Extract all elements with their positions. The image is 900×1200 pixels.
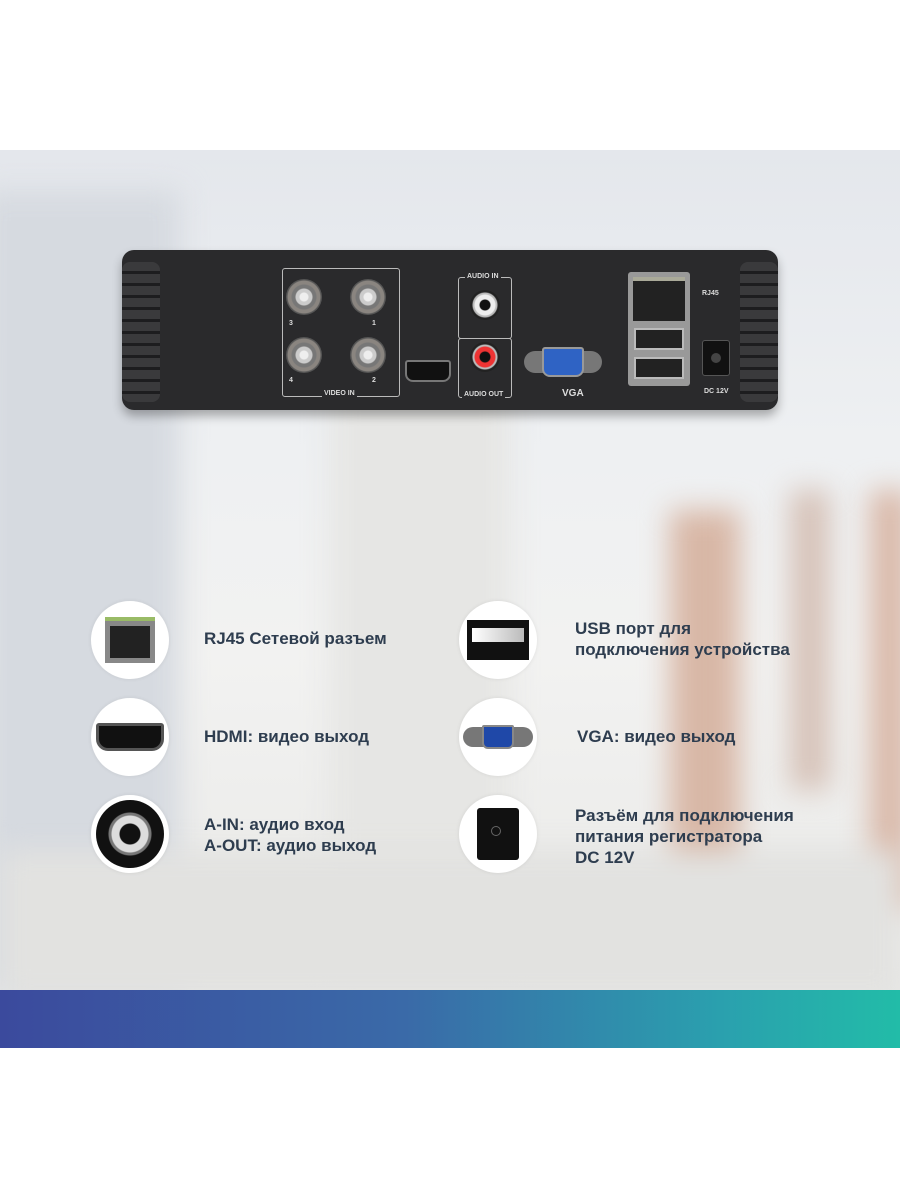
- channel-label: 4: [289, 377, 293, 384]
- feature-text: A-IN: аудио вход: [204, 815, 345, 834]
- feature-text: Разъём для подключения: [575, 806, 794, 825]
- feature-text: A-OUT: аудио выход: [204, 836, 377, 855]
- dc-power-jack-icon: [459, 795, 537, 873]
- rj45-label: RJ45: [702, 290, 719, 297]
- feature-usb: USB порт для подключения устройства: [575, 618, 790, 660]
- hdmi-port: [405, 360, 451, 382]
- feature-hdmi: HDMI: видео выход: [204, 726, 369, 747]
- rca-jack-icon: [91, 795, 169, 873]
- vga-port: [524, 347, 602, 377]
- rj45-port-icon: [91, 601, 169, 679]
- dvr-rear-panel: 3 1 4 2 VIDEO IN AUDIO IN AUDIO OUT VGA …: [122, 250, 778, 410]
- dc-label: DC 12V: [704, 388, 729, 395]
- feature-vga: VGA: видео выход: [577, 726, 735, 747]
- feature-rj45: RJ45 Сетевой разъем: [204, 628, 387, 649]
- bnc-connector-2: [350, 337, 386, 373]
- bnc-connector-3: [286, 279, 322, 315]
- audio-in-jack: [470, 290, 500, 320]
- feature-text: HDMI: видео выход: [204, 727, 370, 746]
- hdmi-port-icon: [91, 698, 169, 776]
- video-in-label: VIDEO IN: [322, 390, 357, 397]
- channel-label: 1: [372, 320, 376, 327]
- feature-dc-power: Разъём для подключения питания регистрато…: [575, 805, 794, 868]
- feature-text: DC 12V: [575, 848, 635, 867]
- vga-port-icon: [459, 698, 537, 776]
- dc-power-jack: [702, 340, 730, 376]
- audio-out-jack: [470, 342, 500, 372]
- usb-port-icon: [459, 601, 537, 679]
- feature-text: VGA: видео выход: [577, 727, 736, 746]
- audio-in-label: AUDIO IN: [465, 273, 501, 280]
- gradient-band: [0, 990, 900, 1048]
- rj45-usb-block: [628, 272, 690, 386]
- channel-label: 2: [372, 377, 376, 384]
- bnc-connector-4: [286, 337, 322, 373]
- feature-text: RJ45 Сетевой разъем: [204, 629, 387, 648]
- channel-label: 3: [289, 320, 293, 327]
- feature-text: подключения устройства: [575, 640, 790, 659]
- bnc-connector-1: [350, 279, 386, 315]
- feature-text: питания регистратора: [575, 827, 763, 846]
- audio-out-label: AUDIO OUT: [462, 391, 506, 398]
- feature-text: USB порт для: [575, 619, 691, 638]
- vga-label: VGA: [562, 388, 584, 399]
